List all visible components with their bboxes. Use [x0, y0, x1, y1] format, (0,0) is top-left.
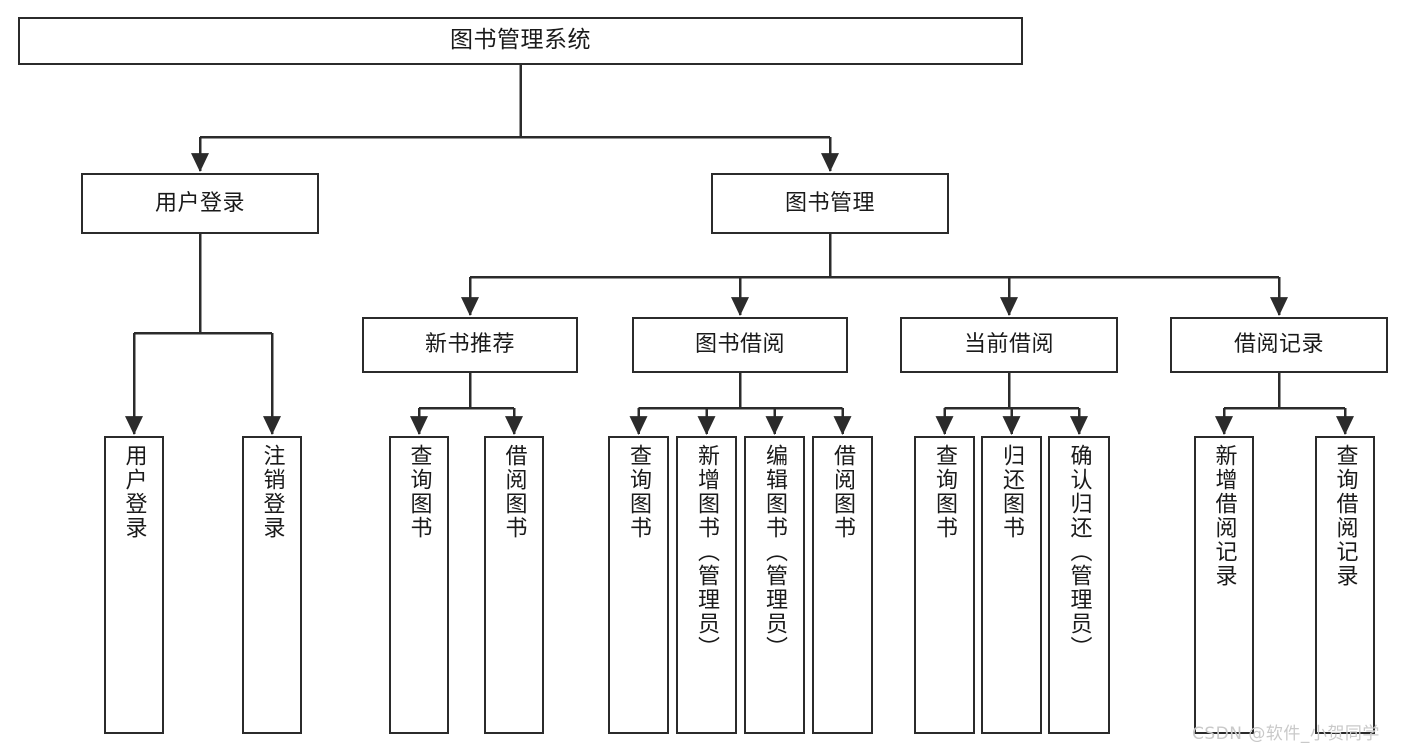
node-leaf-query-record-label: 查询借阅记录 [1332, 444, 1358, 588]
node-leaf-confirm-return-label: 确认归还（管理员） [1066, 444, 1092, 660]
node-book-borrow-label: 图书借阅 [694, 332, 785, 358]
node-leaf-add-book[interactable]: 新增图书（管理员） [676, 436, 737, 734]
node-leaf-query-book-rec-label: 查询图书 [406, 444, 432, 540]
node-leaf-return-book-label: 归还图书 [999, 444, 1025, 540]
node-leaf-logout-label: 注销登录 [259, 444, 285, 540]
node-leaf-add-record[interactable]: 新增借阅记录 [1194, 436, 1254, 734]
node-leaf-return-book[interactable]: 归还图书 [981, 436, 1042, 734]
node-leaf-query-book-rec[interactable]: 查询图书 [389, 436, 449, 734]
node-borrow-record[interactable]: 借阅记录 [1170, 317, 1388, 373]
node-leaf-query-book-borrow-label: 查询图书 [626, 444, 652, 540]
node-leaf-confirm-return[interactable]: 确认归还（管理员） [1048, 436, 1110, 734]
csdn-watermark: CSDN @软件_小贺同学 [1192, 724, 1380, 744]
node-leaf-edit-book[interactable]: 编辑图书（管理员） [744, 436, 805, 734]
node-leaf-borrow-book-rec[interactable]: 借阅图书 [484, 436, 544, 734]
node-leaf-borrow-book[interactable]: 借阅图书 [812, 436, 873, 734]
node-root-label: 图书管理系统 [450, 27, 591, 54]
node-leaf-edit-book-label: 编辑图书（管理员） [762, 444, 788, 660]
node-new-book-recommend[interactable]: 新书推荐 [362, 317, 578, 373]
node-book-manage-label: 图书管理 [784, 190, 875, 216]
node-leaf-query-book-borrow[interactable]: 查询图书 [608, 436, 669, 734]
node-book-manage[interactable]: 图书管理 [711, 173, 949, 234]
node-leaf-add-record-label: 新增借阅记录 [1211, 444, 1237, 588]
node-leaf-query-book-cur[interactable]: 查询图书 [914, 436, 975, 734]
node-user-login[interactable]: 用户登录 [81, 173, 319, 234]
node-leaf-borrow-book-rec-label: 借阅图书 [501, 444, 527, 540]
node-leaf-borrow-book-label: 借阅图书 [830, 444, 856, 540]
node-leaf-user-login-label: 用户登录 [121, 444, 147, 540]
node-book-borrow[interactable]: 图书借阅 [632, 317, 848, 373]
node-leaf-user-login[interactable]: 用户登录 [104, 436, 164, 734]
node-leaf-add-book-label: 新增图书（管理员） [694, 444, 720, 660]
node-current-borrow-label: 当前借阅 [963, 332, 1054, 358]
node-leaf-query-record[interactable]: 查询借阅记录 [1315, 436, 1375, 734]
node-root[interactable]: 图书管理系统 [18, 17, 1023, 65]
node-user-login-label: 用户登录 [154, 190, 245, 216]
node-leaf-query-book-cur-label: 查询图书 [932, 444, 958, 540]
node-current-borrow[interactable]: 当前借阅 [900, 317, 1118, 373]
node-leaf-logout[interactable]: 注销登录 [242, 436, 302, 734]
node-borrow-record-label: 借阅记录 [1233, 332, 1324, 358]
node-new-book-recommend-label: 新书推荐 [424, 332, 515, 358]
